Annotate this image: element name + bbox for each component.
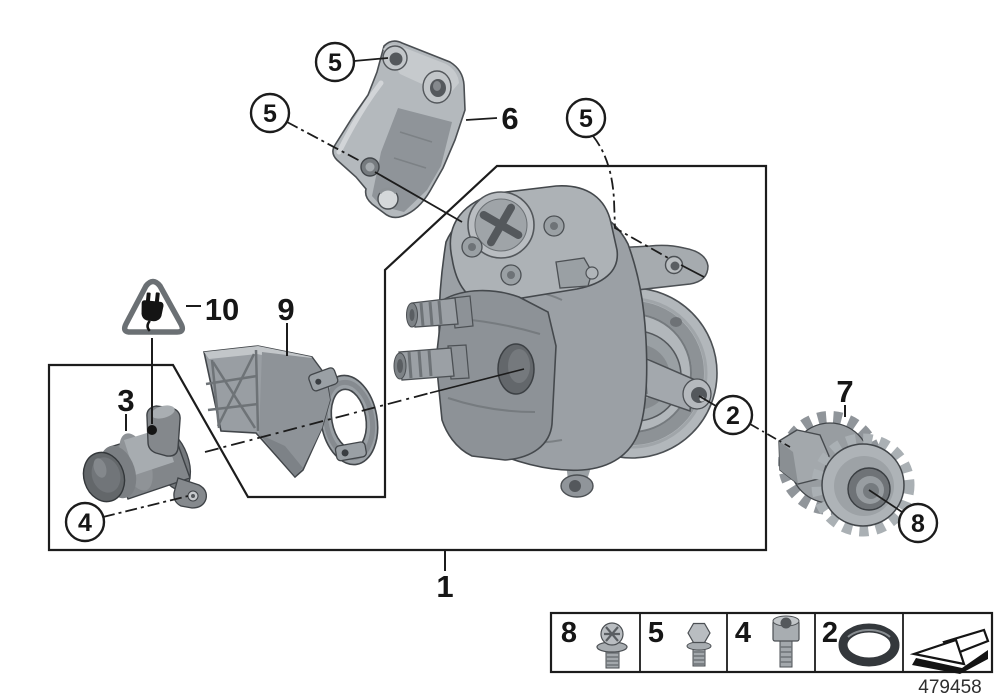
legend-number[interactable]: 4 xyxy=(735,617,751,649)
callout-6[interactable]: 6 xyxy=(501,101,518,136)
leader-4 xyxy=(102,495,189,518)
leader-5a xyxy=(353,57,389,62)
part-sprocket xyxy=(778,411,915,537)
pump-hose-barb xyxy=(406,295,474,329)
legend-number[interactable]: 5 xyxy=(648,617,664,649)
callout-2[interactable]: 2 xyxy=(712,394,754,436)
callout-9[interactable]: 9 xyxy=(277,292,294,327)
callout-number[interactable]: 2 xyxy=(726,402,740,430)
callout-circle[interactable] xyxy=(249,92,291,134)
axis-line-valve xyxy=(204,392,431,453)
callout-circle[interactable] xyxy=(64,501,106,543)
assembly-box xyxy=(47,164,768,552)
o-ring-icon xyxy=(838,623,900,667)
leader-2-shaft xyxy=(698,395,717,407)
part-cover xyxy=(203,345,379,479)
flange-bolt-icon xyxy=(596,622,628,669)
callout-number[interactable]: 5 xyxy=(579,105,593,133)
legend-cell-4[interactable]: 4 xyxy=(735,615,800,668)
part-metering-valve xyxy=(82,405,207,509)
callout-circle[interactable] xyxy=(712,394,754,436)
callout-5-pump[interactable]: 5 xyxy=(565,97,607,139)
assembly-box-outline xyxy=(47,164,768,552)
electrical-warning-icon xyxy=(121,278,186,335)
leader-5c xyxy=(592,135,671,260)
cover-clamp-lug xyxy=(334,441,367,462)
pump-head-bolt xyxy=(500,264,522,286)
socket-head-screw-icon xyxy=(772,615,800,668)
phillips-cross-icon xyxy=(479,203,523,247)
callout-4[interactable]: 4 xyxy=(64,501,106,543)
callout-number[interactable]: 4 xyxy=(78,509,92,537)
leader-5b xyxy=(286,121,363,163)
callout-number[interactable]: 5 xyxy=(263,100,277,128)
callout-circle[interactable] xyxy=(565,97,607,139)
plug-icon xyxy=(141,292,164,332)
leader-8 xyxy=(868,489,903,513)
callout-8[interactable]: 8 xyxy=(897,502,939,544)
diagram-number: 479458 xyxy=(918,677,981,698)
callout-5-bracket-top[interactable]: 5 xyxy=(314,41,356,83)
callout-number[interactable]: 8 xyxy=(911,510,925,538)
callouts: 5 5 5 2 4 8 6 10 9 3 7 1 xyxy=(64,41,939,604)
callout-1[interactable]: 1 xyxy=(436,569,453,604)
leader-6 xyxy=(465,117,498,121)
sprocket-front-teeth xyxy=(811,433,915,537)
callout-7[interactable]: 7 xyxy=(836,374,853,409)
leader-lines xyxy=(102,57,903,571)
connector-marker-dot xyxy=(147,425,157,435)
callout-5-bracket-side[interactable]: 5 xyxy=(249,92,291,134)
part-pump xyxy=(393,185,718,498)
callout-3[interactable]: 3 xyxy=(117,383,134,418)
callout-circle[interactable] xyxy=(897,502,939,544)
direction-arrow-icon xyxy=(909,628,990,674)
legend-cell-5[interactable]: 5 xyxy=(648,617,712,667)
legend-cell-2[interactable]: 2 xyxy=(822,617,900,667)
callout-10[interactable]: 10 xyxy=(205,292,239,327)
bracket-web xyxy=(372,108,452,212)
legend-cell-arrow[interactable] xyxy=(909,628,990,674)
cover-clamp-lug xyxy=(308,367,339,392)
legend-number[interactable]: 8 xyxy=(561,617,577,649)
pump-head-bolt xyxy=(543,215,565,237)
legend-number[interactable]: 2 xyxy=(822,617,838,649)
part-bracket xyxy=(332,40,466,219)
hex-bolt-icon xyxy=(686,622,712,667)
pump-head-bolt xyxy=(461,236,483,258)
legend-cell-8[interactable]: 8 xyxy=(561,617,628,669)
cover-ribs xyxy=(205,349,260,432)
callout-number[interactable]: 5 xyxy=(328,49,342,77)
leader-2-gear xyxy=(749,423,791,448)
legend: 8 5 4 xyxy=(549,611,994,674)
callout-circle[interactable] xyxy=(314,41,356,83)
pump-hose-barb xyxy=(393,344,470,381)
pump-front-flange xyxy=(435,289,557,461)
